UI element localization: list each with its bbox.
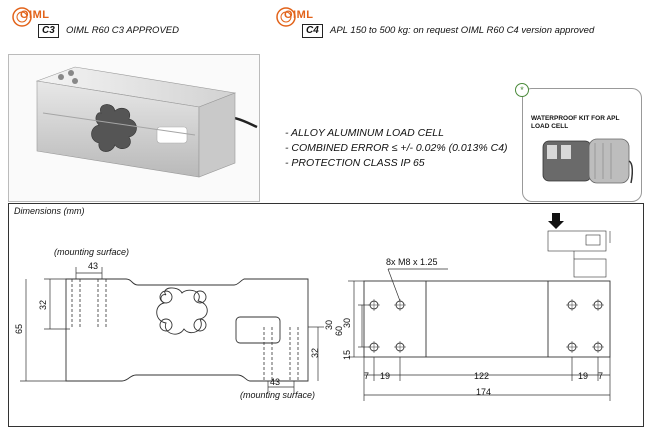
waterproof-kit-box: * WATERPROOF KIT FOR APL LOAD CELL <box>515 83 642 202</box>
feature-item: - PROTECTION CLASS IP 65 <box>285 157 425 169</box>
dim-30: 30 <box>342 317 353 329</box>
mounting-surface-bottom-label: (mounting surface) <box>240 390 316 400</box>
dim-174: 174 <box>476 387 492 397</box>
oiml-c4-text: APL 150 to 500 kg: on request OIML R60 C… <box>330 25 595 36</box>
oiml-logo-text: OIML <box>284 9 314 21</box>
mounting-surface-top-label: (mounting surface) <box>54 247 130 257</box>
class-badge-c3: C3 <box>38 24 59 38</box>
dim-7-left: 7 <box>364 371 370 381</box>
oiml-logo-icon <box>276 7 296 27</box>
oiml-logo-left: OIML C3 <box>8 4 68 38</box>
feature-item: - COMBINED ERROR ≤ +/- 0.02% (0.013% C4) <box>285 142 508 154</box>
dim-15: 15 <box>342 349 353 361</box>
dim-43-top: 43 <box>88 261 99 271</box>
oiml-logo-icon <box>12 7 32 27</box>
side-view-drawing <box>20 267 324 393</box>
kit-marker-icon: * <box>515 83 529 97</box>
dim-19-left: 19 <box>380 371 391 381</box>
oiml-c3-text: OIML R60 C3 APPROVED <box>66 25 179 36</box>
oiml-logo-right: OIML C4 <box>272 4 332 38</box>
top-view-drawing <box>348 213 611 401</box>
load-cell-image <box>35 66 258 178</box>
dim-122: 122 <box>474 371 490 381</box>
dim-19-right: 19 <box>578 371 589 381</box>
kit-title-line2: LOAD CELL <box>531 123 569 130</box>
feature-item: - ALLOY ALUMINUM LOAD CELL <box>285 127 444 139</box>
thread-spec: 8x M8 x 1.25 <box>386 257 438 267</box>
class-badge-c4: C4 <box>302 24 323 38</box>
waterproof-kit-image <box>542 138 633 184</box>
load-cell-photo <box>8 54 260 202</box>
dimensions-panel <box>8 203 644 427</box>
dim-43-bottom: 43 <box>270 377 281 387</box>
dim-7-right: 7 <box>598 371 604 381</box>
oiml-logo-text: OIML <box>20 9 50 21</box>
dimensions-title: Dimensions (mm) <box>14 206 85 216</box>
kit-title-line1: WATERPROOF KIT FOR APL <box>531 115 620 122</box>
feature-list: - ALLOY ALUMINUM LOAD CELL - COMBINED ER… <box>285 126 508 171</box>
